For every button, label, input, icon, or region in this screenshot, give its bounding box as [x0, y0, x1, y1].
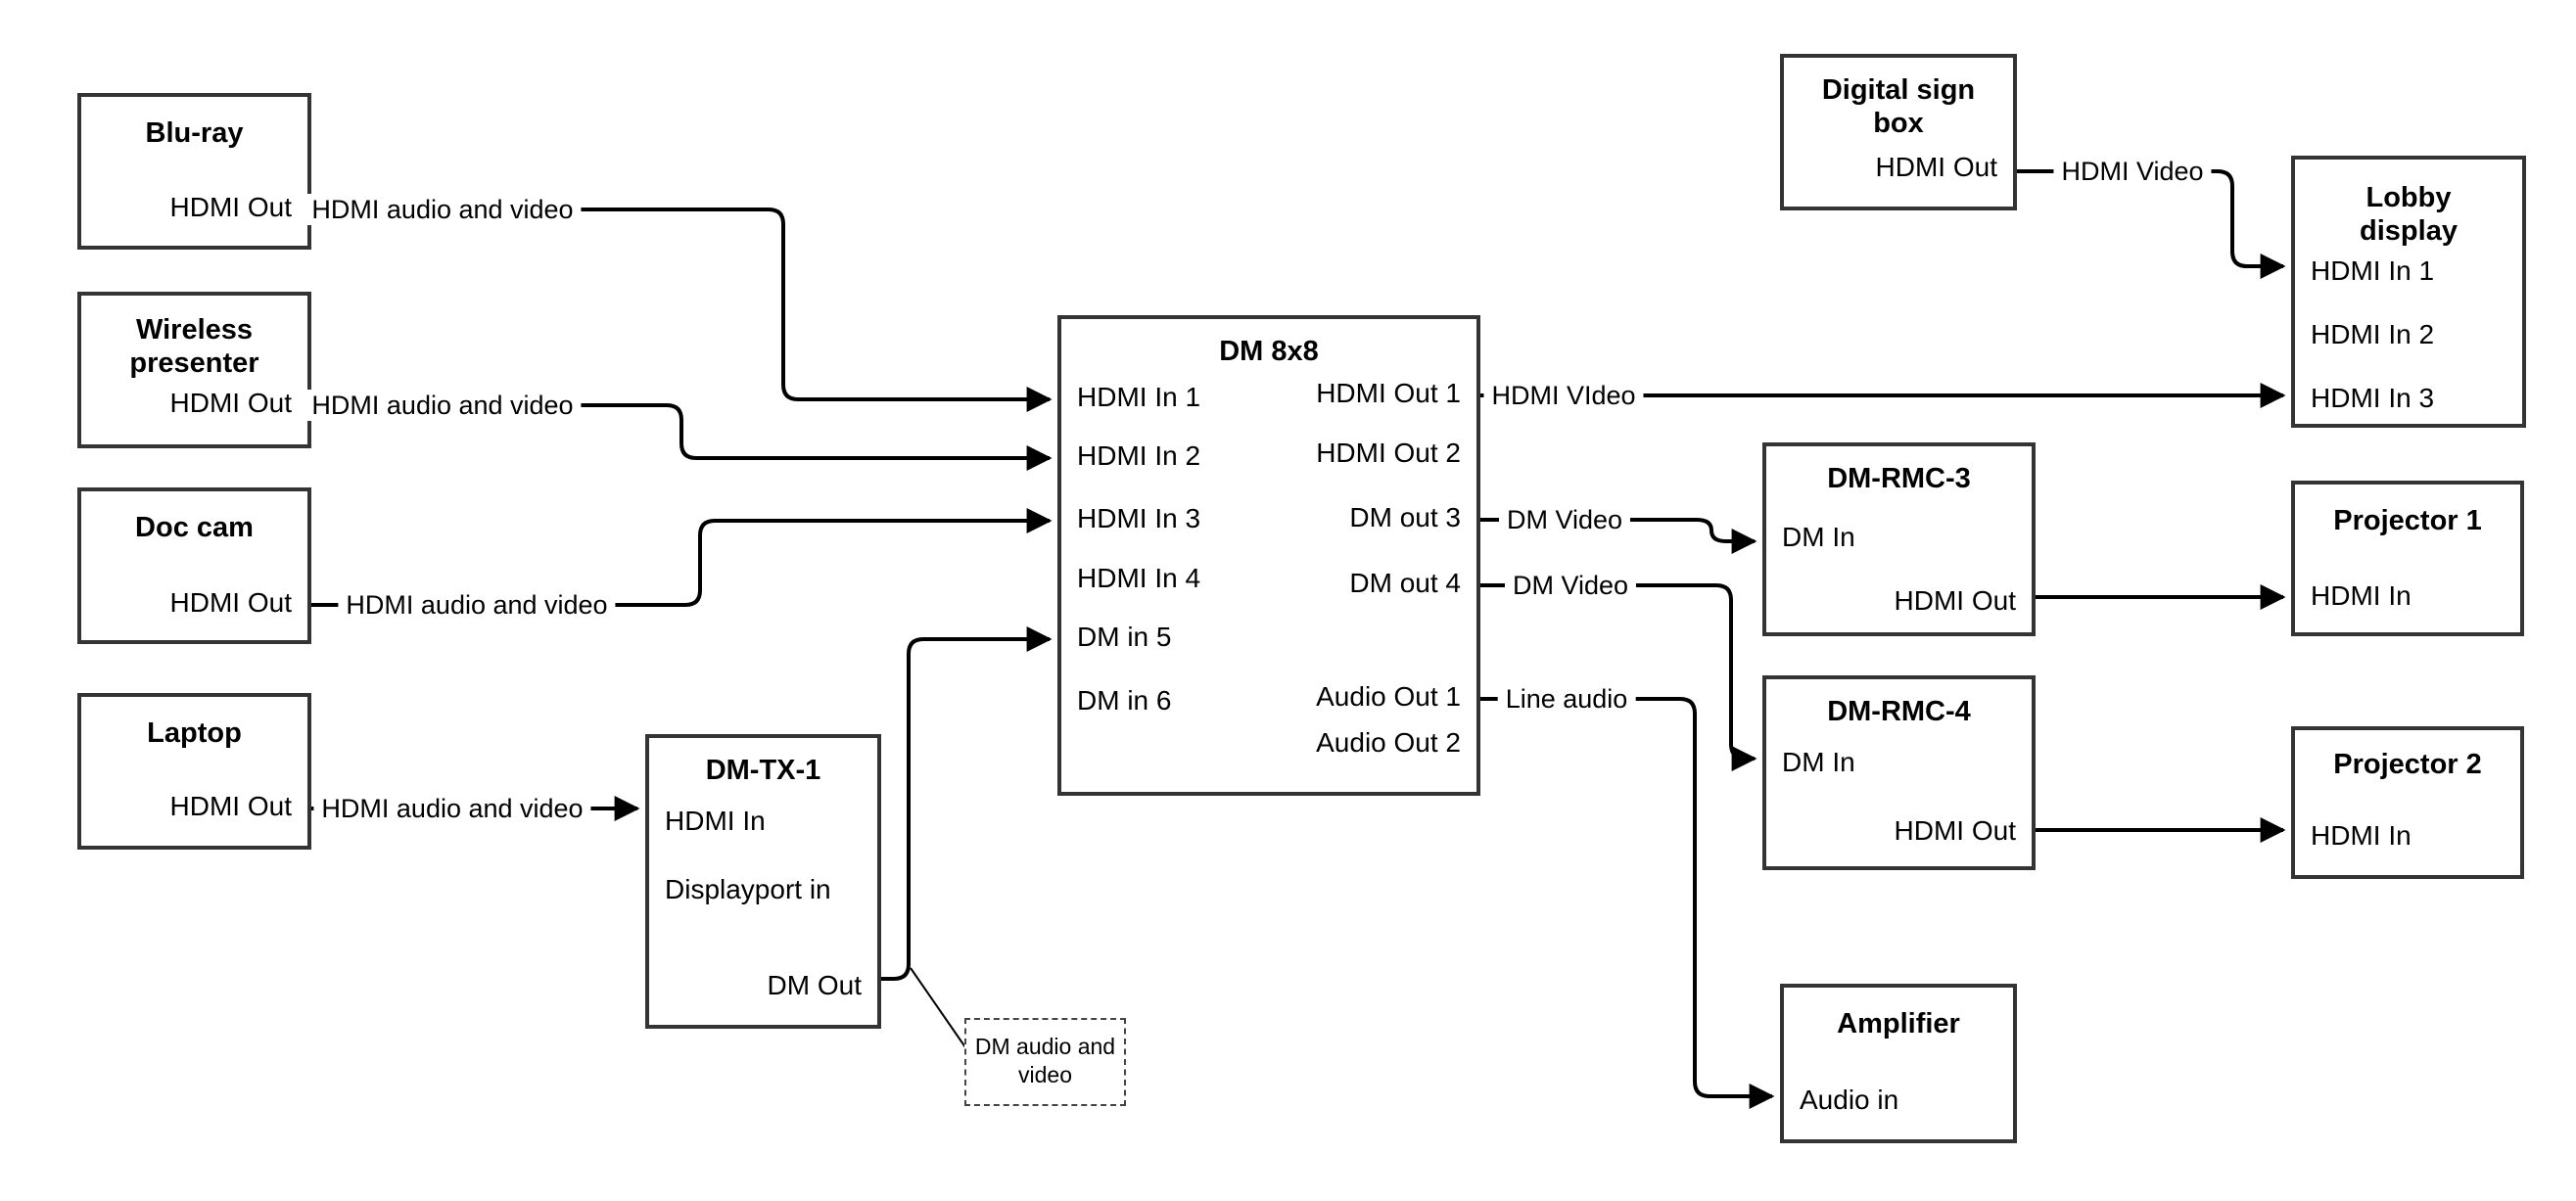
node-title: Projector 2: [2333, 749, 2482, 780]
node-dm-rmc-3: DM-RMC-3 DM In HDMI Out: [1762, 442, 2036, 636]
node-title: DM 8x8: [1219, 336, 1319, 367]
node-projector-2: Projector 2 HDMI In: [2291, 726, 2524, 879]
edge-label-dm-video-out3: DM Video: [1498, 504, 1631, 535]
note-dm-audio-and-video: DM audio and video: [964, 1018, 1126, 1106]
node-dm-8x8: DM 8x8 HDMI In 1 HDMI In 2 HDMI In 3 HDM…: [1057, 315, 1480, 796]
port-dm-in: DM In: [1782, 747, 1855, 777]
node-title: Wireless presenter: [129, 314, 259, 379]
node-title: DM-RMC-3: [1827, 463, 1971, 494]
port-hdmi-out: HDMI Out: [1894, 585, 2016, 616]
port-hdmi-out-1: HDMI Out 1: [1316, 378, 1461, 408]
node-doc-cam: Doc cam HDMI Out: [77, 487, 311, 644]
node-digital-sign-box: Digital sign box HDMI Out: [1780, 54, 2017, 210]
edge-bluray-to-dm8x8-in1: [311, 208, 1053, 412]
edge-digitalsign-to-lobby-in1: [2017, 169, 2286, 279]
edge-label-line-audio: Line audio: [1497, 683, 1636, 715]
node-projector-1: Projector 1 HDMI In: [2291, 481, 2524, 636]
node-title: Lobby display: [2360, 182, 2458, 247]
port-dm-out-4: DM out 4: [1349, 568, 1461, 598]
port-hdmi-in-1: HDMI In 1: [1077, 382, 1201, 412]
edge-dm8x8-audio1-to-amp: [1480, 697, 1775, 1109]
node-title: Projector 1: [2333, 505, 2482, 536]
node-wireless-presenter: Wireless presenter HDMI Out: [77, 292, 311, 448]
port-dm-out: DM Out: [767, 970, 862, 1000]
port-dm-in: DM In: [1782, 522, 1855, 552]
node-title: DM-TX-1: [705, 755, 821, 786]
edge-label-laptop-hdmi-av: HDMI audio and video: [313, 793, 591, 824]
port-hdmi-in-3: HDMI In 3: [1077, 503, 1201, 533]
port-audio-out-1: Audio Out 1: [1316, 681, 1461, 712]
port-hdmi-in-4: HDMI In 4: [1077, 563, 1201, 593]
node-title: Doc cam: [135, 512, 254, 543]
port-dm-in-6: DM in 6: [1077, 685, 1172, 716]
edge-label-hdmi-video-sign: HDMI Video: [2053, 156, 2212, 187]
edge-label-wireless-hdmi-av: HDMI audio and video: [304, 390, 582, 421]
port-hdmi-in: HDMI In: [2311, 820, 2412, 851]
edge-dm8x8-out4-to-dmrmc4: [1480, 583, 1757, 771]
port-hdmi-in: HDMI In: [665, 806, 766, 836]
port-hdmi-in-2: HDMI In 2: [1077, 440, 1201, 471]
port-hdmi-out-2: HDMI Out 2: [1316, 438, 1461, 468]
edge-label-doccam-hdmi-av: HDMI audio and video: [338, 589, 616, 621]
port-displayport-in: Displayport in: [665, 874, 831, 904]
port-audio-in: Audio in: [1800, 1085, 1899, 1115]
edge-dmtx1-to-dm8x8-in5: [881, 626, 1053, 981]
node-title: Laptop: [147, 717, 242, 749]
note-leader-line: [910, 967, 966, 1048]
edge-doccam-to-dm8x8-in3: [311, 508, 1053, 607]
edge-label-dm-video-out4: DM Video: [1504, 570, 1637, 601]
edge-label-bluray-hdmi-av: HDMI audio and video: [304, 194, 582, 225]
edge-label-hdmi-video-out1: HDMI VIdeo: [1483, 380, 1644, 411]
node-dm-rmc-4: DM-RMC-4 DM In HDMI Out: [1762, 675, 2036, 870]
port-dm-out-3: DM out 3: [1349, 502, 1461, 532]
port-hdmi-in-1: HDMI In 1: [2311, 255, 2435, 286]
node-title: Digital sign box: [1821, 74, 1976, 139]
port-hdmi-out: HDMI Out: [1875, 152, 1997, 182]
node-title: Amplifier: [1837, 1008, 1960, 1039]
port-hdmi-in: HDMI In: [2311, 580, 2412, 611]
port-hdmi-out: HDMI Out: [1894, 815, 2016, 846]
node-amplifier: Amplifier Audio in: [1780, 984, 2017, 1143]
edge-dm8x8-out3-to-dmrmc3: [1480, 518, 1757, 554]
node-bluray: Blu-ray HDMI Out: [77, 93, 311, 250]
port-hdmi-in-2: HDMI In 2: [2311, 319, 2435, 349]
node-lobby-display: Lobby display HDMI In 1 HDMI In 2 HDMI I…: [2291, 156, 2526, 428]
node-title: Blu-ray: [145, 117, 244, 149]
port-audio-out-2: Audio Out 2: [1316, 727, 1461, 758]
port-hdmi-out: HDMI Out: [169, 791, 292, 821]
node-title: DM-RMC-4: [1827, 696, 1971, 727]
node-dm-tx-1: DM-TX-1 HDMI In Displayport in DM Out: [645, 734, 881, 1029]
port-hdmi-out: HDMI Out: [169, 192, 292, 222]
node-laptop: Laptop HDMI Out: [77, 693, 311, 850]
port-hdmi-out: HDMI Out: [169, 388, 292, 418]
port-hdmi-out: HDMI Out: [169, 587, 292, 618]
edge-wireless-to-dm8x8-in2: [311, 403, 1053, 471]
port-hdmi-in-3: HDMI In 3: [2311, 383, 2435, 413]
port-dm-in-5: DM in 5: [1077, 622, 1172, 652]
